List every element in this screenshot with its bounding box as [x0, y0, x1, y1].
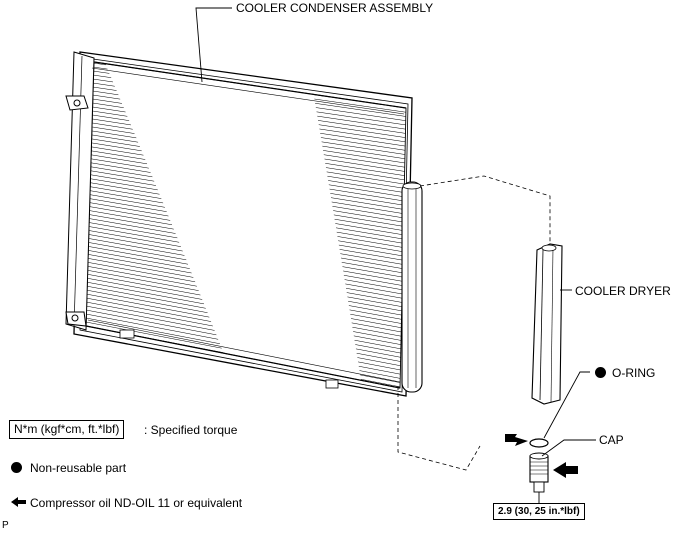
- o-ring: [529, 438, 549, 448]
- legend-oil-arrow-icon: [11, 497, 26, 507]
- oil-arrow-icon: [553, 462, 578, 478]
- condenser-label: COOLER CONDENSER ASSEMBLY: [236, 1, 434, 15]
- legend-torque-unit: N*m (kgf*cm, ft.*lbf): [9, 420, 125, 439]
- oil-arrow-icon: [505, 434, 528, 446]
- non-reusable-dot-icon: [595, 367, 606, 378]
- legend-non-reusable: Non-reusable part: [30, 461, 127, 475]
- torque-value-box: 2.9 (30, 25 in.*lbf): [493, 503, 585, 520]
- oring-label: O-RING: [612, 366, 656, 380]
- legend-oil: Compressor oil ND-OIL 11 or equivalent: [30, 496, 243, 510]
- cap-part: [529, 452, 549, 493]
- dryer-label: COOLER DRYER: [575, 284, 671, 298]
- cooler-dryer: [531, 243, 563, 405]
- cap-leader: [541, 439, 596, 457]
- condenser-assembly: [65, 51, 423, 397]
- footer-code: P: [2, 520, 9, 531]
- cap-label: CAP: [599, 433, 624, 447]
- oring-leader: [543, 371, 590, 439]
- dashed-outline-lower: [397, 386, 481, 471]
- dashed-outline: [419, 175, 551, 380]
- legend-dot-icon: [11, 462, 22, 473]
- condenser-leader: [195, 7, 232, 83]
- legend-torque-desc: : Specified torque: [144, 423, 238, 437]
